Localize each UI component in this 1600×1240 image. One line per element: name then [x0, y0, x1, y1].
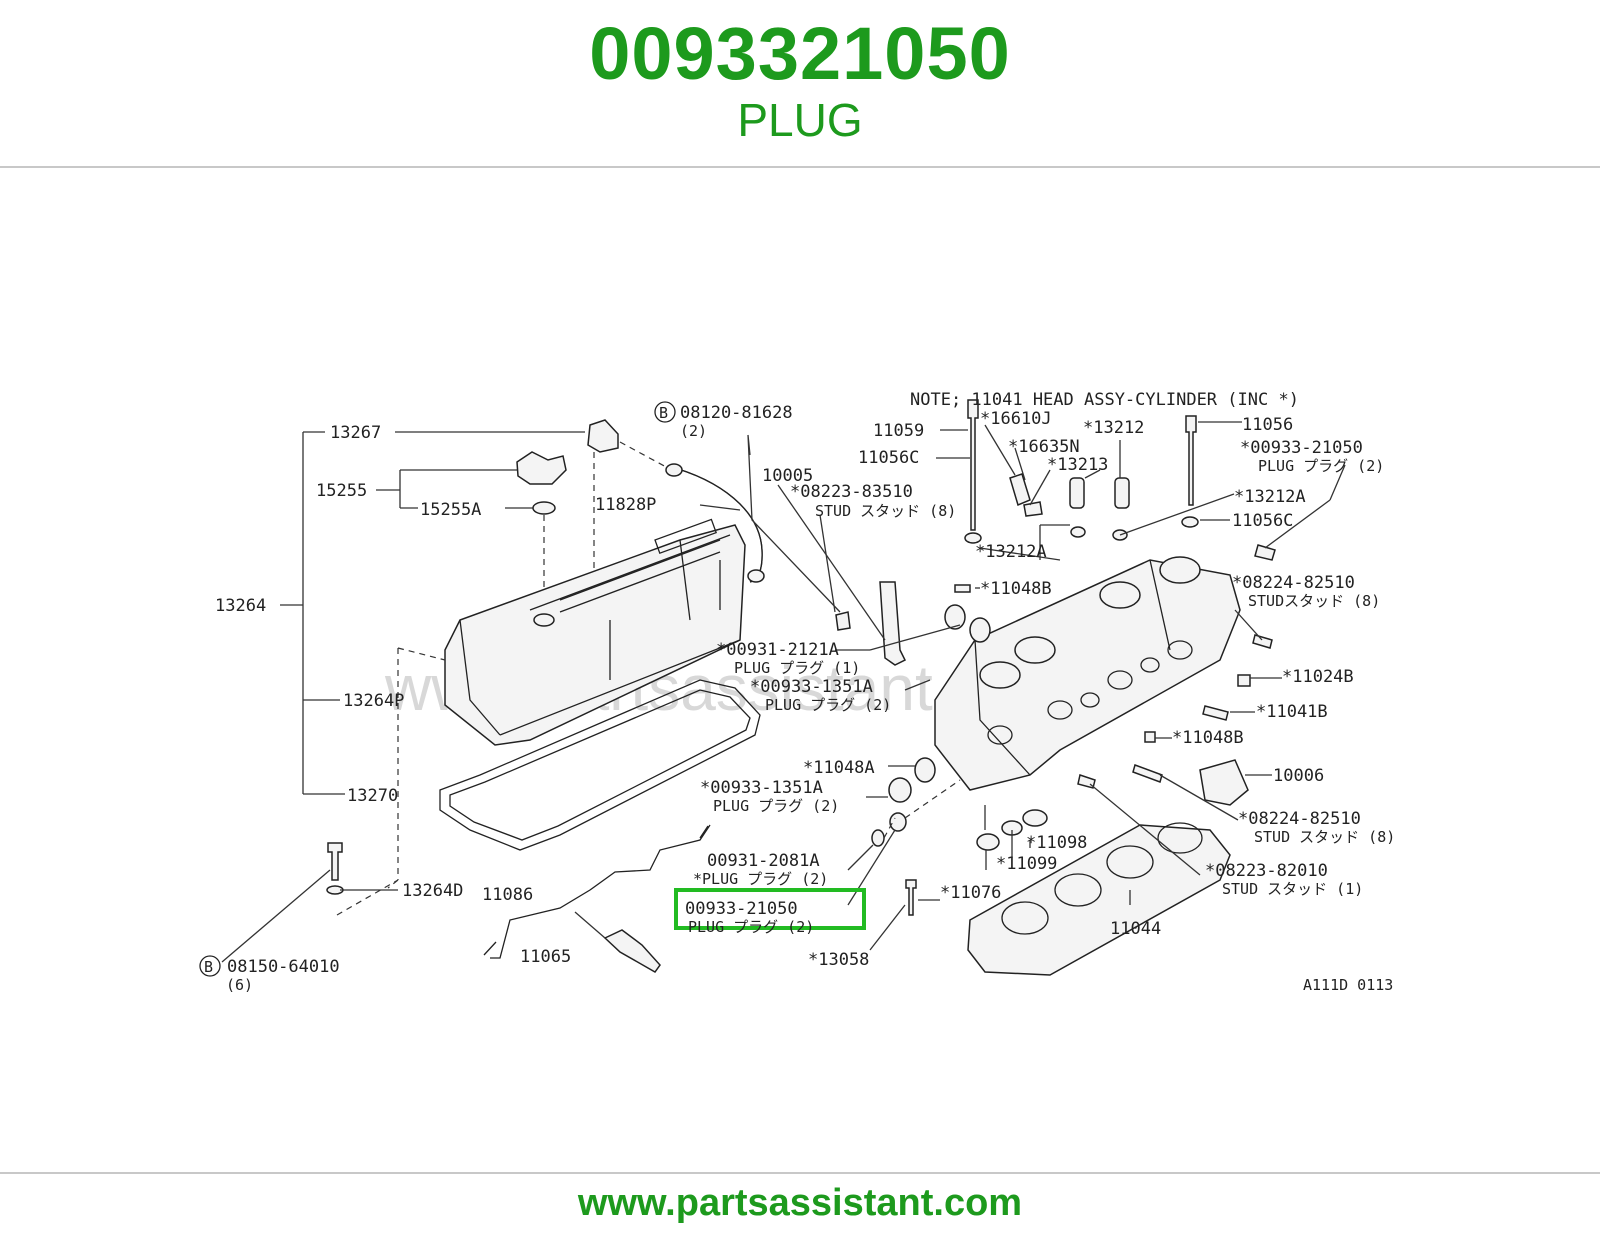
bolt-marker-b-bottom: B: [204, 958, 213, 976]
cam-bearings: [979, 556, 1201, 689]
label-08150-64010[interactable]: 08150-64010: [227, 957, 340, 977]
label-13264[interactable]: 13264: [215, 596, 266, 616]
label-11076[interactable]: *11076: [940, 883, 1001, 903]
oil-filler-cap-icon: [516, 451, 567, 485]
label-00933-21050-highlight-name: PLUG プラグ (2): [688, 918, 814, 936]
stud-bolt-icon: [835, 611, 851, 631]
figure-code: A111D 0113: [1303, 976, 1393, 994]
label-11086[interactable]: 11086: [482, 885, 533, 905]
label-08120-qty: (2): [680, 422, 707, 440]
bracket-10006-icon: [1199, 759, 1249, 806]
label-00933-21050-highlight[interactable]: 00933-21050: [685, 899, 798, 919]
label-10005[interactable]: 10005: [762, 466, 813, 486]
label-13264D[interactable]: 13264D: [402, 881, 463, 901]
label-08223-83510-name: STUD スタッド (8): [815, 502, 956, 520]
label-08150-qty: (6): [226, 976, 253, 994]
part-number-title: 0093321050: [589, 12, 1011, 95]
label-00933-1351A-top-name: PLUG プラグ (2): [765, 696, 891, 714]
label-11048B-top[interactable]: *11048B: [980, 579, 1052, 599]
label-11828P[interactable]: 11828P: [595, 495, 656, 515]
label-08223-83510[interactable]: *08223-83510: [790, 482, 913, 502]
plug-00933-1351A-icon: [944, 604, 966, 630]
label-15255[interactable]: 15255: [316, 481, 367, 501]
label-11024B[interactable]: *11024B: [1282, 667, 1354, 687]
note-text: NOTE; 11041 HEAD ASSY-CYLINDER (INC *): [910, 390, 1299, 410]
label-16610J[interactable]: *16610J: [980, 409, 1052, 429]
label-00933-21050-note[interactable]: *00933-21050: [1240, 438, 1363, 458]
header-divider: [0, 166, 1600, 168]
label-00933-21050-note-name: PLUG プラグ (2): [1258, 457, 1384, 475]
label-08224-82510-top[interactable]: *08224-82510: [1232, 573, 1355, 593]
label-15255A[interactable]: 15255A: [420, 500, 481, 520]
label-11099[interactable]: *11099: [996, 854, 1057, 874]
bracket-10005-icon: [879, 581, 907, 666]
label-13212A-left[interactable]: *13212A: [975, 542, 1047, 562]
rocker-cover-icon: [444, 524, 746, 746]
label-11048A[interactable]: *11048A: [803, 758, 875, 778]
label-11056C[interactable]: 11056C: [858, 448, 919, 468]
label-00933-1351A-bottom-name: PLUG プラグ (2): [713, 797, 839, 815]
head-gasket-icon: [967, 824, 1231, 976]
label-11056C-right[interactable]: 11056C: [1232, 511, 1293, 531]
label-13213[interactable]: *13213: [1047, 455, 1108, 475]
cap-gasket-icon: [532, 501, 556, 515]
label-08223-82010[interactable]: *08223-82010: [1205, 861, 1328, 881]
label-00931-2121A-name: PLUG プラグ (1): [734, 659, 860, 677]
label-13212[interactable]: *13212: [1083, 418, 1144, 438]
part-name-subtitle: PLUG: [737, 94, 863, 146]
label-13264P[interactable]: 13264P: [343, 691, 404, 711]
label-08120-81628[interactable]: 08120-81628: [680, 403, 793, 423]
label-13212A-right[interactable]: *13212A: [1234, 487, 1306, 507]
label-00933-1351A-top[interactable]: *00933-1351A: [750, 677, 873, 697]
label-11041B[interactable]: *11041B: [1256, 702, 1328, 722]
label-00931-2121A[interactable]: *00931-2121A: [716, 640, 839, 660]
highlight-box[interactable]: [674, 888, 866, 930]
footer-divider: [0, 1172, 1600, 1174]
label-13267[interactable]: 13267: [330, 423, 381, 443]
plug-00931-2081A-icon: [871, 829, 885, 847]
head-bolt-11059-icon: [967, 399, 979, 531]
label-11048B-bottom[interactable]: *11048B: [1172, 728, 1244, 748]
footer-url[interactable]: www.partsassistant.com: [577, 1182, 1023, 1224]
spark-plug-icon: [603, 929, 661, 973]
bolt-marker-b-top: B: [659, 404, 668, 422]
label-13058[interactable]: *13058: [808, 950, 869, 970]
label-11044[interactable]: 11044: [1110, 919, 1161, 939]
label-11059[interactable]: 11059: [873, 421, 924, 441]
pcv-elbow-icon: [587, 419, 619, 453]
cover-bolt-icon: [327, 842, 343, 881]
label-10006[interactable]: 10006: [1273, 766, 1324, 786]
label-11098[interactable]: *11098: [1026, 833, 1087, 853]
label-00931-2081A[interactable]: 00931-2081A: [707, 851, 820, 871]
label-00931-2081A-name: *PLUG プラグ (2): [693, 870, 828, 888]
head-bolt-11056-icon: [1185, 415, 1197, 506]
label-08224-82510-bottom[interactable]: *08224-82510: [1238, 809, 1361, 829]
label-08223-82010-name: STUD スタッド (1): [1222, 880, 1363, 898]
label-16635N[interactable]: *16635N: [1008, 437, 1080, 457]
label-08224-82510-bottom-name: STUD スタッド (8): [1254, 828, 1395, 846]
label-11065[interactable]: 11065: [520, 947, 571, 967]
plug-00933-21050-icon: [889, 812, 907, 832]
label-13270[interactable]: 13270: [347, 786, 398, 806]
label-00933-1351A-bottom[interactable]: *00933-1351A: [700, 778, 823, 798]
label-11056[interactable]: 11056: [1242, 415, 1293, 435]
label-08224-82510-top-name: STUDスタッド (8): [1248, 592, 1380, 610]
